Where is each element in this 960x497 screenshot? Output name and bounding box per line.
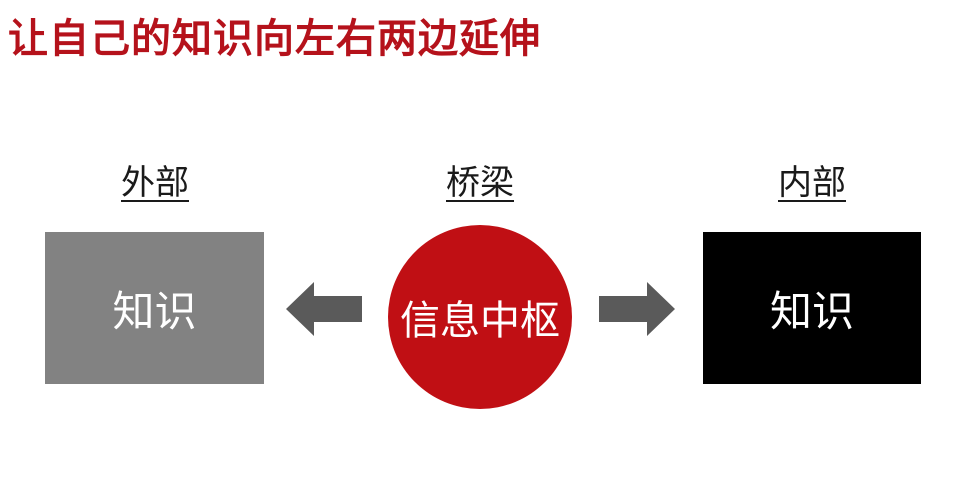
information-hub-circle: 信息中枢	[388, 225, 572, 409]
external-knowledge-label: 知识	[112, 286, 197, 336]
information-hub-label: 信息中枢	[400, 298, 560, 344]
arrow-left-icon	[286, 282, 362, 336]
heading-external: 外部	[55, 161, 255, 205]
page-title: 让自己的知识向左右两边延伸	[8, 16, 541, 62]
external-knowledge-box: 知识	[45, 232, 264, 384]
internal-knowledge-box: 知识	[703, 232, 921, 384]
heading-internal-text: 内部	[778, 163, 846, 203]
internal-knowledge-label: 知识	[769, 286, 854, 336]
heading-bridge-text: 桥梁	[446, 163, 514, 203]
heading-bridge: 桥梁	[380, 161, 580, 205]
heading-external-text: 外部	[121, 163, 189, 203]
arrow-right-shape	[599, 282, 675, 336]
heading-internal: 内部	[712, 161, 912, 205]
arrow-left-shape	[286, 282, 362, 336]
arrow-right-icon	[599, 282, 675, 336]
